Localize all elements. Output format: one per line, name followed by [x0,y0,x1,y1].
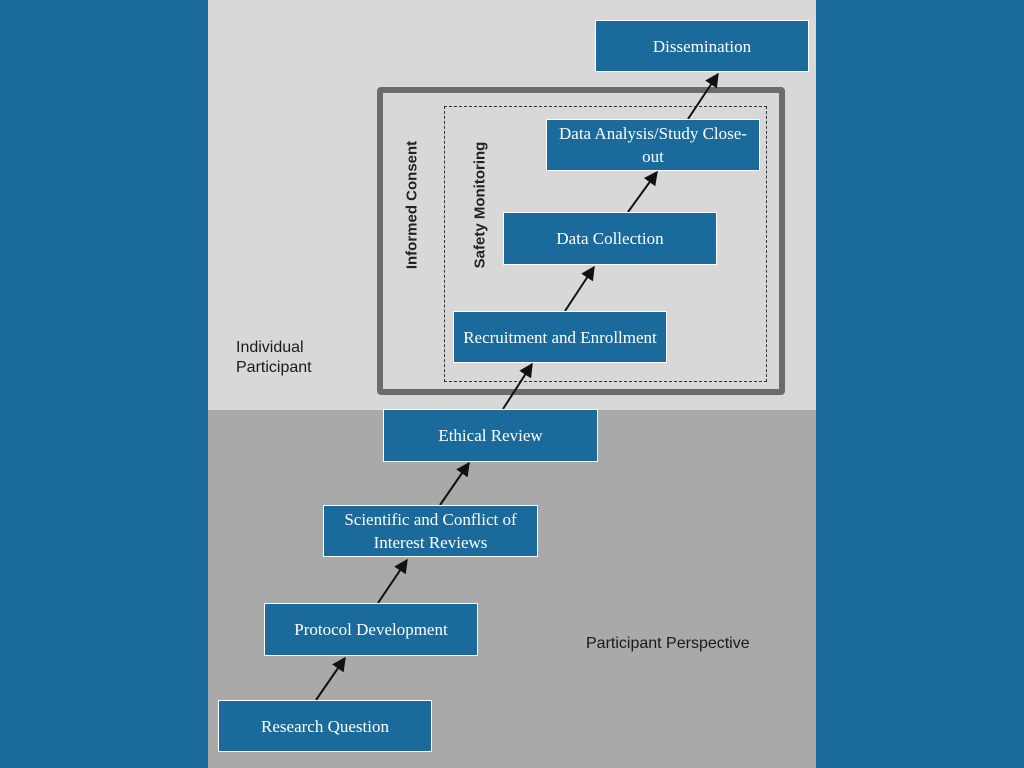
arrow-protocol-to-reviews [377,558,408,604]
arrow-analysis-to-dissemination [687,72,719,120]
stage-data-analysis-closeout: Data Analysis/Study Close-out [546,119,760,171]
stage-scientific-coi-reviews: Scientific and Conflict of Interest Revi… [323,505,538,557]
arrow-collection-to-analysis [627,170,658,213]
stage-protocol-development: Protocol Development [264,603,478,656]
arrow-reviews-to-ethical [439,461,470,506]
stage-research-question: Research Question [218,700,432,752]
arrow-research-to-protocol [315,656,346,701]
individual-participant-label: Individual Participant [236,339,312,376]
arrow-recruitment-to-collection [564,265,595,312]
informed-consent-frame [377,87,785,395]
safety-monitoring-frame [444,106,767,382]
stage-data-collection: Data Collection [503,212,717,265]
stage-dissemination: Dissemination [595,20,809,72]
stage-ethical-review: Ethical Review [383,409,598,462]
participant-perspective-label: Participant Perspective [586,635,750,652]
arrow-ethical-to-recruitment [502,362,533,410]
stage-recruitment-enrollment: Recruitment and Enrollment [453,311,667,363]
